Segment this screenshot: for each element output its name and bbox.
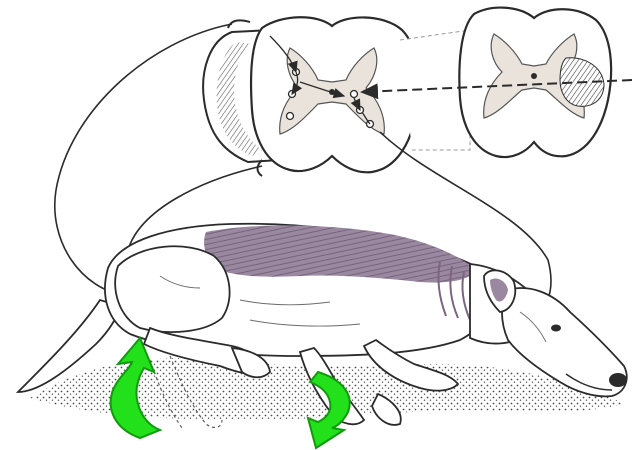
spinal-cord-segment-left <box>203 17 419 176</box>
dog-hind-thigh <box>115 246 229 332</box>
dog-eye <box>551 325 561 332</box>
central-canal-right <box>531 73 537 79</box>
dog-nose <box>609 373 627 387</box>
dog-back-fur <box>204 225 476 282</box>
ventral-root-left <box>258 160 263 176</box>
